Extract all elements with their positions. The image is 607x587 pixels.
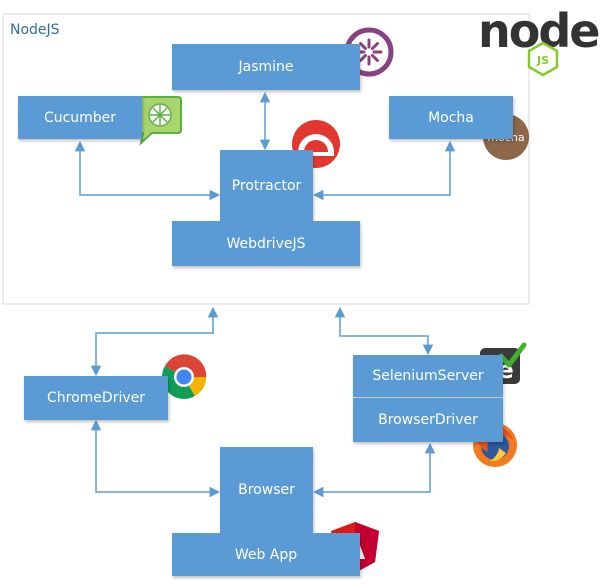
webdrivejs-box: WebdriveJS <box>172 221 360 266</box>
jasmine-box: Jasmine <box>172 44 360 90</box>
browser-driver-box: BrowserDriver <box>353 398 503 442</box>
chromedriver-box: ChromeDriver <box>24 376 168 420</box>
arrow-browserdriver-browser <box>312 442 436 498</box>
arrow-cucumber-protractor <box>74 140 221 201</box>
arrow-mocha-protractor <box>312 140 456 201</box>
chrome-logo-icon <box>161 354 207 399</box>
protractor-box: Protractor <box>220 150 313 221</box>
browser-box: Browser <box>220 447 313 533</box>
mocha-box: Mocha <box>389 96 513 139</box>
arrow-nodejs-chromedriver <box>90 306 219 377</box>
selenium-server-box: SeleniumServer <box>353 355 503 397</box>
arrow-nodejs-seleniumserver <box>334 306 434 356</box>
web-app-box: Web App <box>172 533 360 576</box>
cucumber-logo-icon <box>139 96 182 146</box>
arrow-chromedriver-browser <box>90 419 221 498</box>
nodejs-hexagon-icon <box>527 41 559 77</box>
nodejs-container-label: NodeJS <box>10 22 60 38</box>
nodejs-logo: node JS <box>478 4 600 77</box>
cucumber-box: Cucumber <box>18 96 142 139</box>
nodejs-badge-text: JS <box>536 54 549 67</box>
